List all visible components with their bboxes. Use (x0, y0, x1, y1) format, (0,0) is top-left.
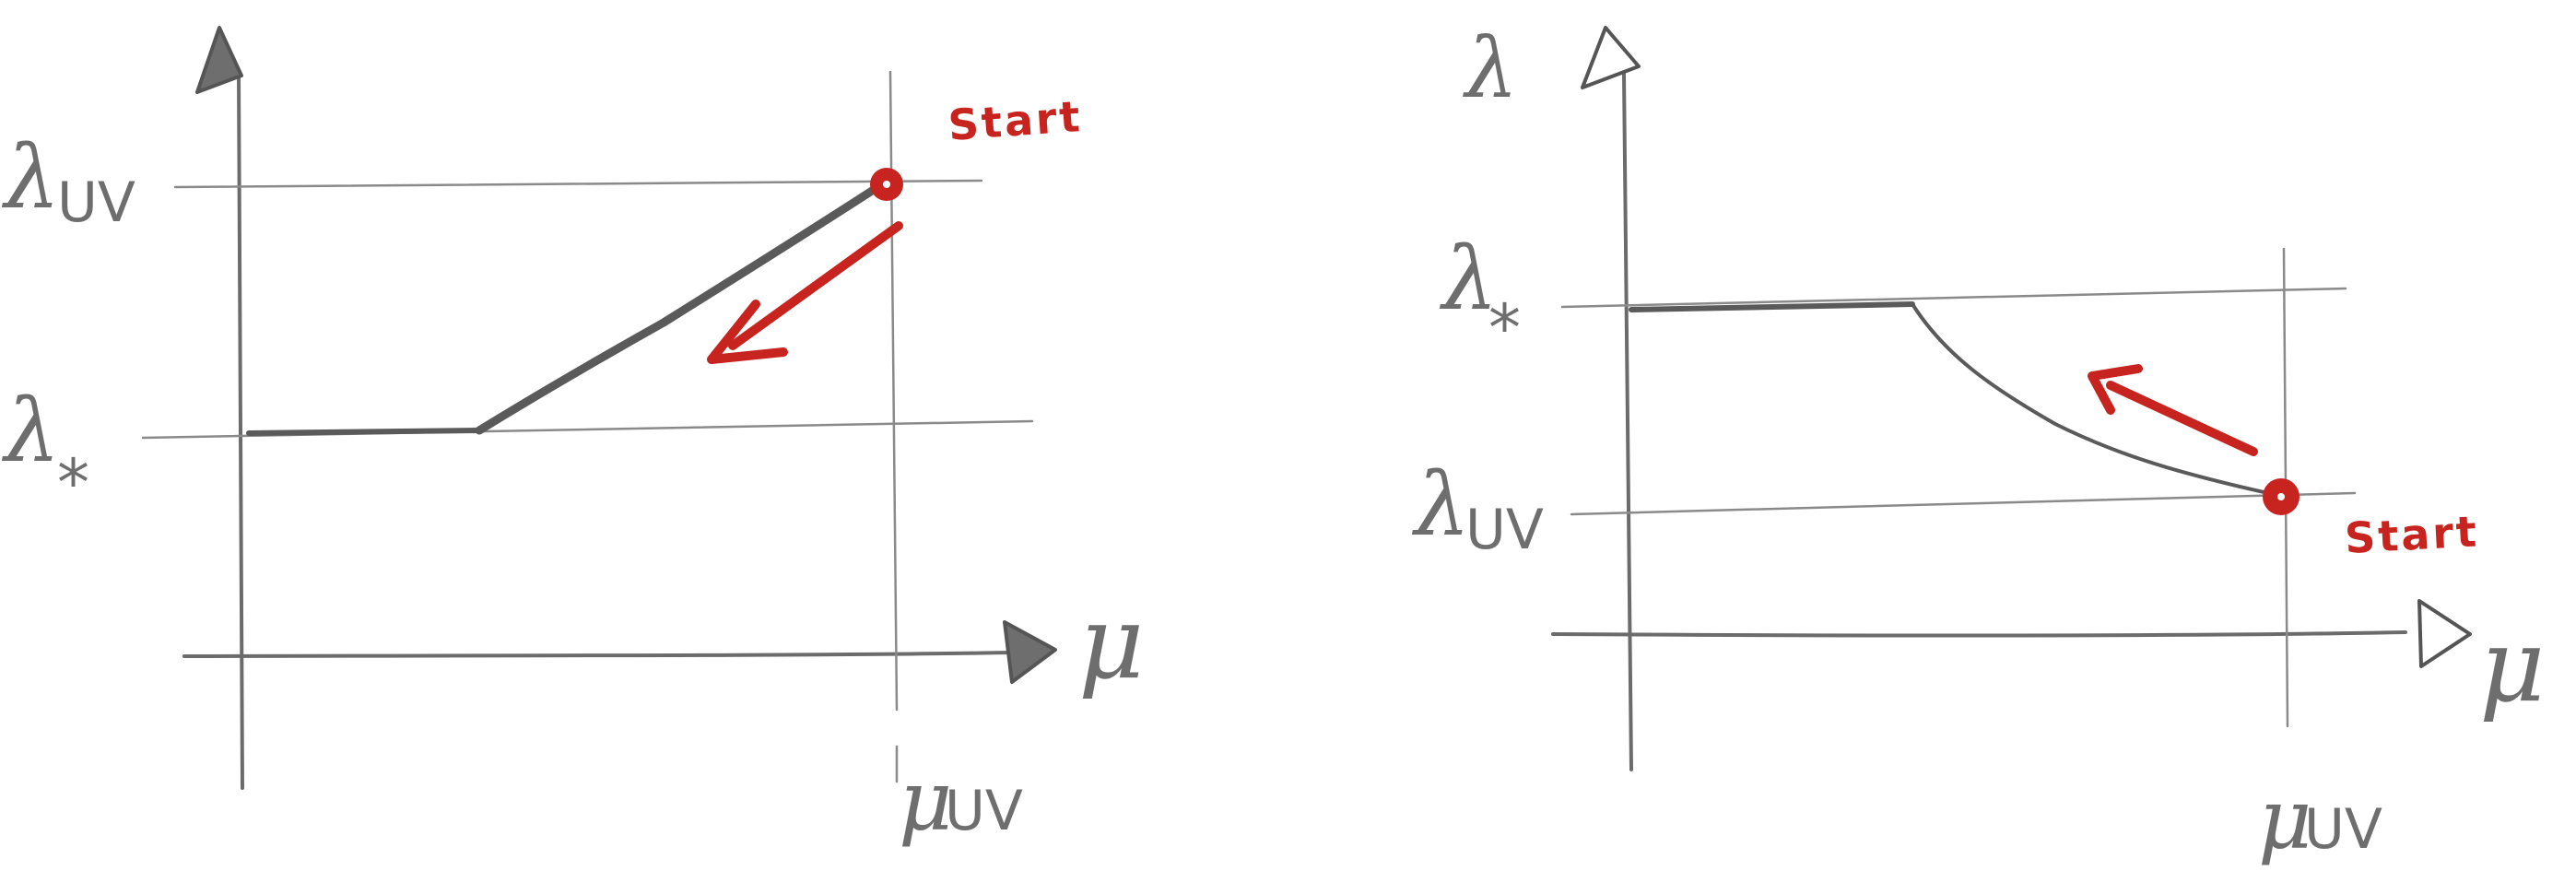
left-start-label: Start (947, 91, 1084, 150)
right-lambda-uv-sub: UV (1465, 498, 1544, 562)
left-x-arrow-icon (1003, 620, 1057, 684)
right-curve-descending (1911, 302, 2278, 497)
left-mu-uv-guide (888, 70, 899, 712)
right-lambda-star-sub: * (1488, 290, 1521, 366)
left-lambda-uv-label: λ (1, 127, 60, 229)
left-lambda-star-sub: * (57, 445, 89, 521)
right-direction-arrowhead (2088, 364, 2143, 415)
left-direction-arrowhead (707, 300, 788, 364)
left-panel: λ UV λ * μ μ UV Start (1, 26, 1145, 850)
left-mu-uv-label: μ (899, 753, 953, 850)
left-y-arrow-icon (195, 26, 243, 94)
right-direction-arrow-icon (2106, 381, 2258, 456)
left-start-point-center (883, 181, 890, 188)
right-mu-uv-sub: UV (2304, 797, 2382, 862)
right-mu-uv-label: μ (2258, 771, 2312, 868)
right-panel: λ λ * λ UV μ μ UV Start (1411, 20, 2546, 868)
left-x-axis (182, 651, 1016, 658)
left-direction-arrow-icon (728, 221, 903, 350)
right-start-point-center (2277, 493, 2285, 500)
left-lambda-star-label: λ (1, 381, 60, 482)
left-x-axis-label: μ (1078, 583, 1145, 701)
right-curve-flat (1629, 301, 1915, 312)
right-lambda-star-label: λ (1439, 229, 1498, 330)
left-lambda-uv-guide (173, 179, 983, 189)
right-y-axis-label: λ (1463, 20, 1518, 117)
right-lambda-uv-label: λ (1411, 454, 1470, 556)
right-lambda-star-guide (1560, 287, 2347, 309)
left-curve-flat (246, 428, 482, 436)
right-x-axis (1551, 630, 2407, 638)
left-mu-uv-sub: UV (945, 779, 1023, 843)
left-y-axis (237, 72, 244, 790)
right-x-arrow-icon (2417, 599, 2472, 668)
right-y-arrow-icon (1581, 26, 1641, 89)
right-y-axis (1622, 72, 1633, 771)
right-lambda-uv-guide (1570, 491, 2357, 516)
left-lambda-uv-sub: UV (57, 171, 135, 235)
right-x-axis-label: μ (2479, 606, 2546, 724)
right-start-label: Start (2344, 506, 2480, 563)
left-curve-rising (475, 178, 889, 435)
